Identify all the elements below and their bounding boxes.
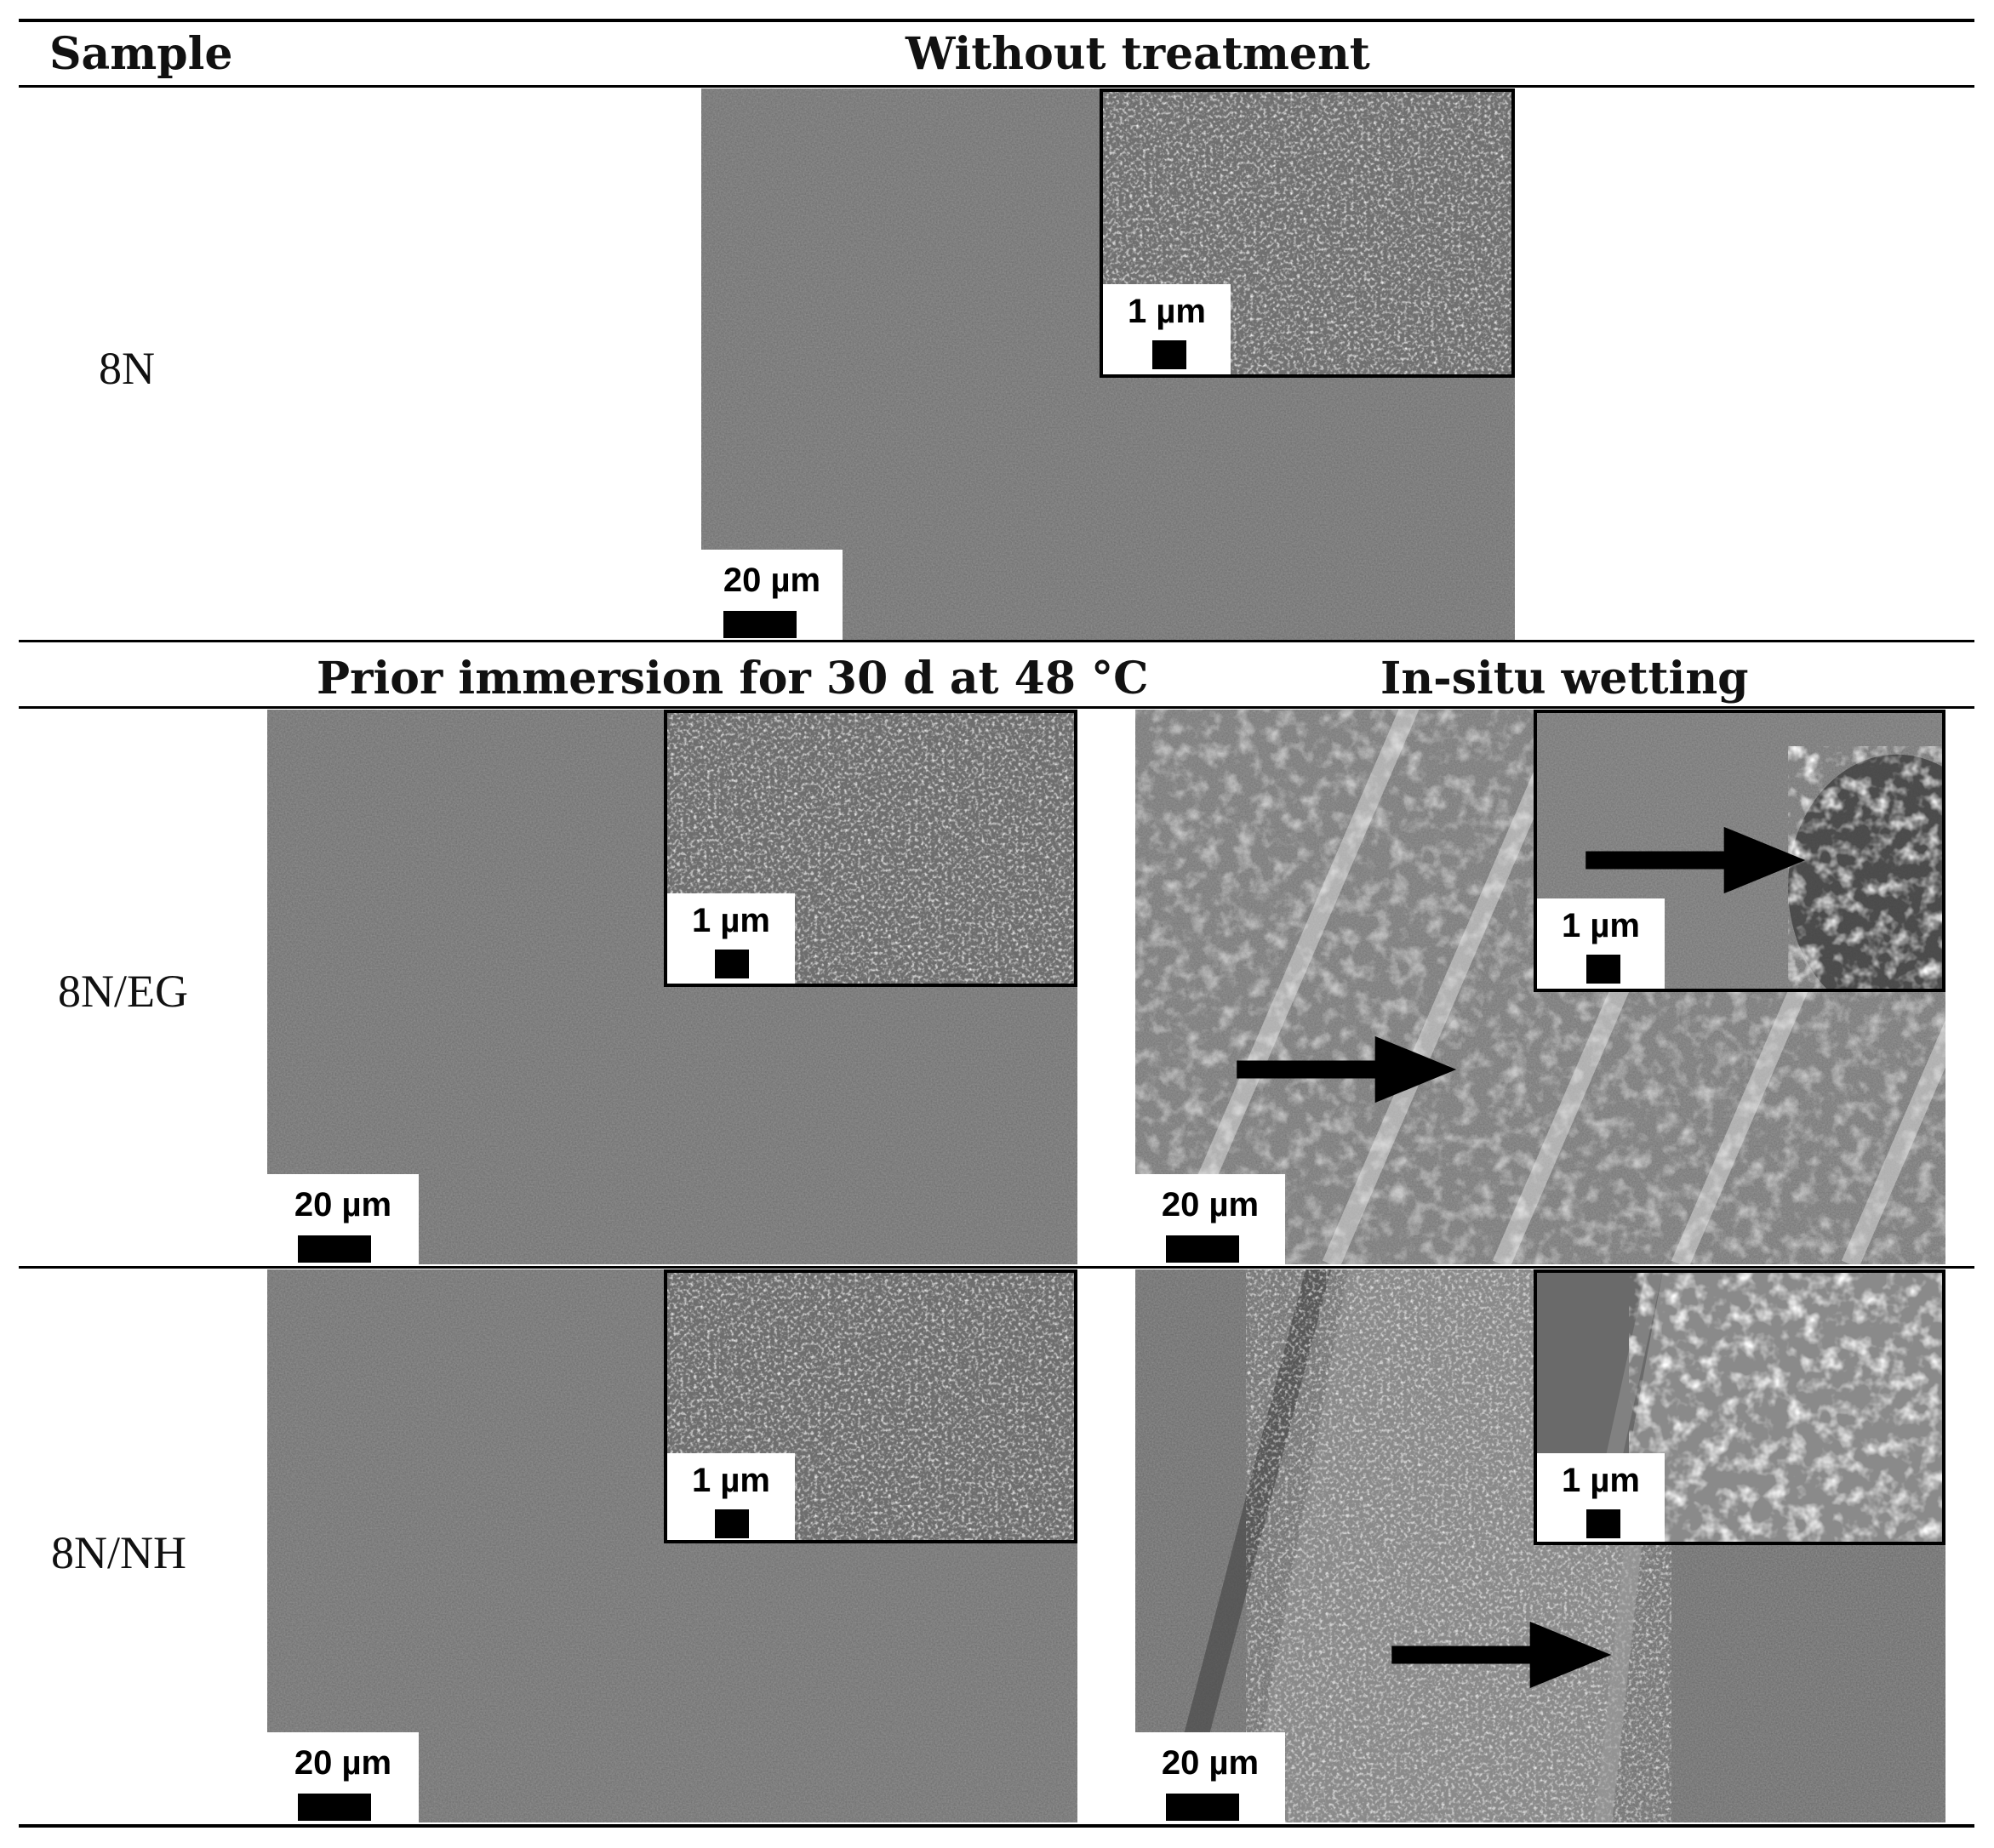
sem-image-8n-untreated: 1 µm 20 µm <box>701 88 1515 640</box>
main-scale-label: 20 µm <box>1161 1186 1260 1223</box>
inset-8n-eg-prior: 1 µm <box>664 710 1077 987</box>
inset-8n-eg-insitu: 1 µm <box>1534 710 1945 992</box>
main-scale-8n: 20 µm <box>701 550 843 640</box>
inset-8n-nh-prior: 1 µm <box>664 1269 1077 1543</box>
inset-scale-label: 1 µm <box>692 902 770 939</box>
main-scale-bar <box>298 1235 371 1263</box>
header-without-treatment: Without treatment <box>906 28 1370 80</box>
main-scale-bar <box>1166 1794 1239 1821</box>
inset-scale-8n-nh-insitu: 1 µm <box>1537 1453 1665 1542</box>
inset-scale-bar <box>715 1509 749 1538</box>
main-scale-8n-nh-prior: 20 µm <box>267 1732 419 1822</box>
main-scale-label: 20 µm <box>723 562 821 599</box>
main-scale-8n-eg-prior: 20 µm <box>267 1174 419 1264</box>
header-insitu-wetting: In-situ wetting <box>1380 653 1749 704</box>
row-label-8n-eg: 8N/EG <box>58 966 188 1017</box>
row-label-8n: 8N <box>99 343 155 394</box>
header-sample: Sample <box>49 28 233 80</box>
inset-scale-8n: 1 µm <box>1103 284 1231 374</box>
inset-scale-label: 1 µm <box>1562 907 1640 944</box>
sem-image-8n-nh-prior: 1 µm 20 µm <box>267 1269 1077 1822</box>
inset-scale-bar <box>1586 955 1620 984</box>
sem-image-8n-eg-prior: 1 µm 20 µm <box>267 710 1077 1264</box>
row-label-8n-nh: 8N/NH <box>51 1527 186 1578</box>
main-scale-label: 20 µm <box>1161 1744 1260 1782</box>
inset-scale-bar <box>715 950 749 978</box>
arrow-right-icon <box>1391 1621 1612 1689</box>
main-scale-8n-nh-insitu: 20 µm <box>1135 1732 1285 1822</box>
table-bottom-rule <box>19 1824 1974 1828</box>
inset-scale-label: 1 µm <box>692 1462 770 1499</box>
arrow-right-icon <box>1237 1035 1457 1104</box>
main-scale-8n-eg-insitu: 20 µm <box>1135 1174 1285 1264</box>
sem-image-8n-eg-insitu: 1 µm 20 µm <box>1135 710 1945 1264</box>
row1-bottom-rule <box>19 640 1974 642</box>
inset-8n-untreated: 1 µm <box>1100 88 1515 378</box>
inset-scale-bar <box>1586 1509 1620 1538</box>
main-scale-bar <box>1166 1235 1239 1263</box>
main-scale-label: 20 µm <box>294 1186 392 1223</box>
main-scale-bar <box>298 1794 371 1821</box>
header-rule <box>19 85 1974 88</box>
subheader-rule <box>19 706 1974 709</box>
inset-scale-label: 1 µm <box>1562 1462 1640 1499</box>
sem-image-8n-nh-insitu: 1 µm 20 µm <box>1135 1269 1945 1822</box>
main-scale-label: 20 µm <box>294 1744 392 1782</box>
row2-bottom-rule <box>19 1266 1974 1269</box>
main-scale-bar <box>723 611 797 638</box>
arrow-right-icon <box>1585 826 1806 894</box>
inset-scale-8n-eg-prior: 1 µm <box>667 893 795 984</box>
header-prior-immersion: Prior immersion for 30 d at 48 °C <box>317 653 1149 704</box>
inset-scale-8n-eg-insitu: 1 µm <box>1537 898 1665 989</box>
inset-scale-label: 1 µm <box>1128 293 1206 330</box>
table-top-rule <box>19 19 1974 22</box>
inset-8n-nh-insitu: 1 µm <box>1534 1269 1945 1545</box>
inset-scale-8n-nh-prior: 1 µm <box>667 1453 795 1540</box>
inset-scale-bar <box>1152 340 1186 369</box>
